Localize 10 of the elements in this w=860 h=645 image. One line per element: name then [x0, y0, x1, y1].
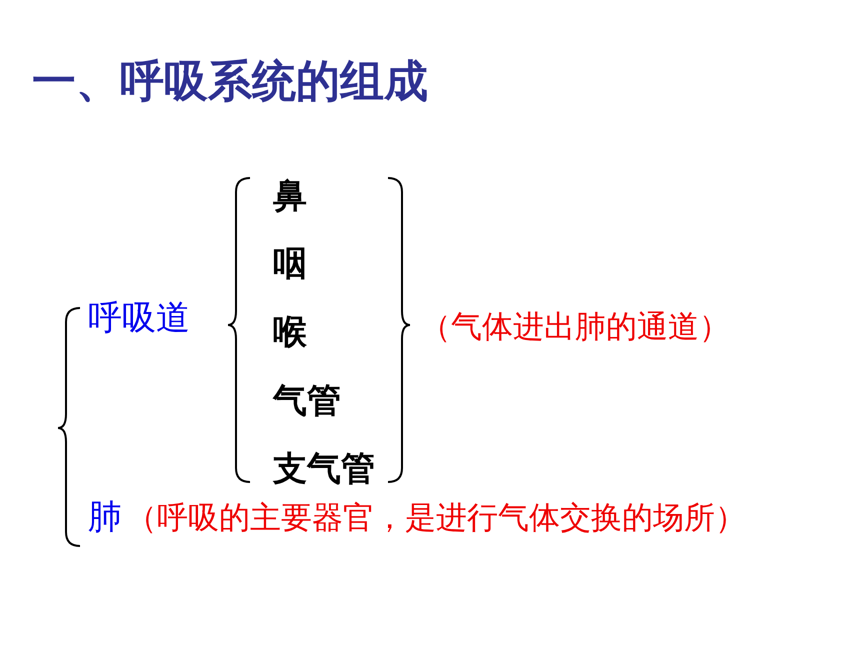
organ-label: 鼻	[273, 178, 307, 216]
organ-label: 支气管	[273, 451, 375, 488]
organ-label: 喉	[273, 314, 307, 352]
organ-label: 咽	[273, 246, 307, 284]
category-label: 肺	[88, 499, 122, 536]
note-text: （气体进出肺的通道）	[420, 310, 730, 344]
note-text: （呼吸的主要器官，是进行气体交换的场所）	[126, 501, 746, 536]
title: 一、呼吸系统的组成	[32, 58, 428, 106]
organ-label: 气管	[273, 383, 341, 420]
category-label: 呼吸道	[88, 300, 190, 338]
